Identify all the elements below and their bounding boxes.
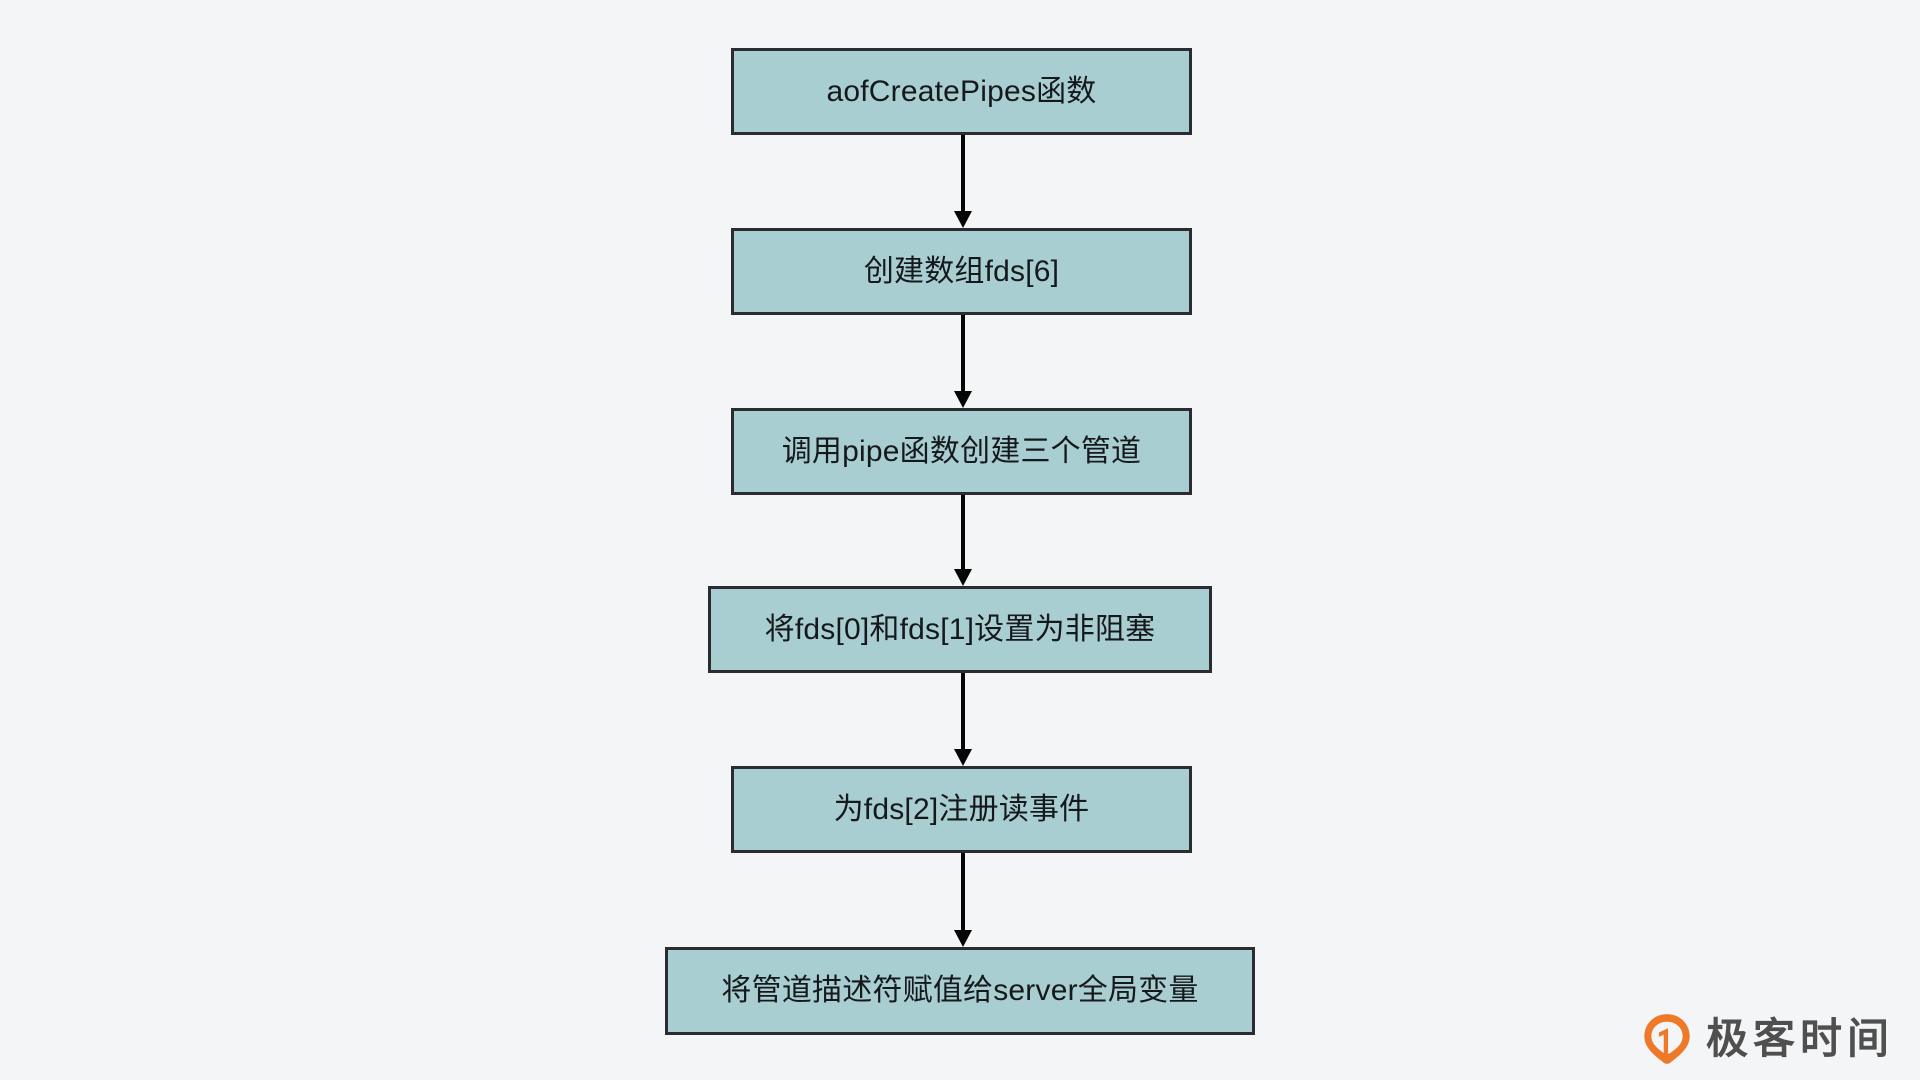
flow-node-create-fds-array[interactable]: 创建数组fds[6] [731, 228, 1192, 315]
arrow-shaft [961, 853, 965, 930]
watermark: 极客时间 [1640, 1012, 1894, 1066]
arrow-head-icon [954, 749, 972, 766]
watermark-text: 极客时间 [1705, 1015, 1894, 1062]
flow-node-aof-create-pipes[interactable]: aofCreatePipes函数 [731, 48, 1192, 135]
arrow-head-icon [954, 391, 972, 408]
flow-node-set-fds-nonblocking[interactable]: 将fds[0]和fds[1]设置为非阻塞 [708, 586, 1212, 673]
flow-node-label: 为fds[2]注册读事件 [833, 792, 1090, 826]
flow-node-label: 将fds[0]和fds[1]设置为非阻塞 [764, 612, 1156, 646]
arrow-shaft [961, 495, 965, 569]
flow-node-call-pipe-create-three-pipes[interactable]: 调用pipe函数创建三个管道 [731, 408, 1192, 495]
flow-node-label: aofCreatePipes函数 [826, 74, 1097, 108]
flow-arrow-n1-n2 [954, 135, 972, 228]
flow-arrow-n4-n5 [954, 673, 972, 766]
arrow-shaft [961, 135, 965, 211]
flow-node-label: 创建数组fds[6] [863, 254, 1060, 288]
flow-node-label: 调用pipe函数创建三个管道 [781, 434, 1142, 468]
arrow-head-icon [954, 211, 972, 228]
flow-node-register-read-event[interactable]: 为fds[2]注册读事件 [731, 766, 1192, 853]
flow-node-assign-fds-to-server[interactable]: 将管道描述符赋值给server全局变量 [665, 947, 1255, 1035]
flow-arrow-n5-n6 [954, 853, 972, 947]
arrow-head-icon [954, 930, 972, 947]
flow-arrow-n2-n3 [954, 315, 972, 408]
flow-node-label: 将管道描述符赋值给server全局变量 [721, 974, 1199, 1007]
arrow-shaft [961, 315, 965, 391]
flow-arrow-n3-n4 [954, 495, 972, 586]
arrow-shaft [961, 673, 965, 749]
arrow-head-icon [954, 569, 972, 586]
geektime-pin-logo-icon [1640, 1012, 1694, 1066]
